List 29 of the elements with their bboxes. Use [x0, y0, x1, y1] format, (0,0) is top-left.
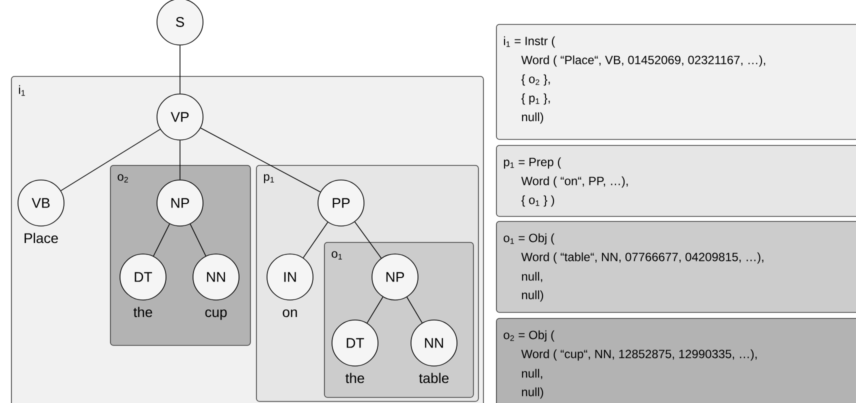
leaf-word: Place	[24, 232, 58, 244]
tree-edge	[200, 128, 321, 192]
tree-edge	[302, 222, 328, 258]
tree-node: S	[156, 0, 204, 46]
leaf-word: cup	[205, 309, 227, 320]
tree-edge	[60, 128, 161, 192]
tree-edge	[190, 224, 206, 256]
tree-node: VB	[18, 180, 64, 226]
tree-node: PP	[318, 180, 364, 226]
leaf-word: the	[346, 372, 364, 384]
tree-node: NN	[192, 254, 240, 300]
leaf-word: on	[282, 309, 297, 318]
code-box: o$_{2}$ = Obj ( Word ( “cup“, NN, 12852875, 12990335, …), null, null)	[496, 318, 856, 403]
tree-edge	[366, 296, 384, 324]
tree-node: IN	[266, 254, 314, 300]
tree-node: NP	[156, 180, 204, 226]
tree-edge	[153, 224, 170, 256]
code-box: p$_{1}$ = Prep ( Word ( “on“, PP, …), { o$_{1}$ } )	[496, 145, 856, 217]
code-box: o$_{1}$ = Obj ( Word ( “table“, NN, 07766677, 04209815, …), null, null)	[496, 220, 856, 313]
tree-node: NP	[372, 254, 418, 300]
tree-node: DT	[120, 254, 166, 300]
tree-node: NN	[410, 320, 458, 366]
tree-edge	[354, 222, 382, 258]
tree-node: VP	[156, 94, 204, 140]
leaf-word: table	[419, 372, 449, 384]
leaf-word: the	[134, 306, 152, 318]
code-box: i$_{1}$ = Instr ( Word ( “Place“, VB, 01452069, 02321167, …), { o$_{2}$ }, { p$_{1}$ }, null)	[496, 24, 856, 140]
tree-edge	[406, 296, 422, 324]
tree-node: DT	[332, 320, 378, 366]
